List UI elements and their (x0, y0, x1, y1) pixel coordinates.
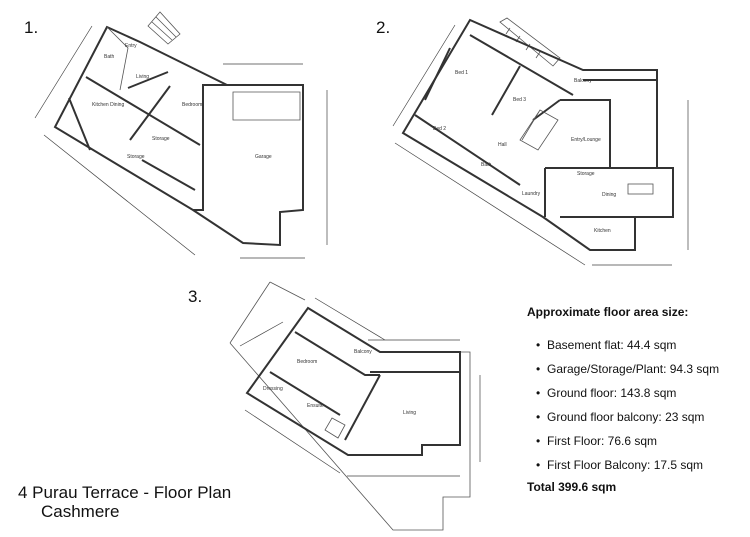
plan-2-ground-floor: Balcony Bed 1 Bed 3 Bed 2 Hall Bath Laun… (392, 17, 689, 266)
room-label: Bath (104, 54, 115, 60)
floor-plan-caption: 4 Purau Terrace - Floor Plan Cashmere (18, 483, 231, 521)
room-label: Bedroom (182, 102, 202, 108)
caption-subtitle: Cashmere (41, 502, 120, 521)
room-label: Bath (481, 162, 492, 168)
stairs-icon (147, 11, 181, 45)
plan-number-3: 3. (188, 287, 203, 306)
room-label: Bedroom (297, 359, 317, 365)
room-label: Dressing (263, 386, 283, 392)
room-label: Storage (577, 171, 595, 177)
room-label: Entry (125, 43, 137, 49)
area-item: First Floor: 76.6 sqm (527, 434, 747, 449)
areas-heading: Approximate floor area size: (527, 305, 689, 319)
caption-title: 4 Purau Terrace - Floor Plan (18, 483, 232, 502)
room-label: Hall (498, 142, 507, 148)
area-item: First Floor Balcony: 17.5 sqm (527, 458, 747, 473)
room-label: Storage (127, 154, 145, 160)
room-label: Balcony (354, 349, 372, 355)
area-item: Garage/Storage/Plant: 94.3 sqm (527, 362, 747, 377)
room-label: Kitchen (594, 228, 611, 234)
area-item: Basement flat: 44.4 sqm (527, 338, 747, 353)
room-label: Balcony (574, 78, 592, 84)
room-label: Laundry (522, 191, 541, 197)
room-label: Living (403, 410, 416, 416)
room-label: Ensuite (307, 403, 324, 409)
stairs-icon (499, 17, 561, 67)
plan-3-first-floor: Bedroom Dressing Ensuite Balcony Living (229, 281, 481, 531)
stairs-icon (519, 109, 559, 151)
room-label: Bed 2 (433, 126, 446, 132)
area-item: Ground floor: 143.8 sqm (527, 386, 747, 401)
room-label: Entry/Lounge (571, 137, 601, 143)
room-label: Storage (152, 136, 170, 142)
dining-table-icon (627, 183, 654, 195)
room-label: Kitchen Dining (92, 102, 124, 108)
floor-area-summary: Approximate floor area size: Basement fl… (527, 305, 747, 495)
room-label: Dining (602, 192, 616, 198)
stairs-icon (324, 417, 346, 439)
room-label: Bed 1 (455, 70, 468, 76)
plan-number-2: 2. (376, 18, 391, 37)
area-total: Total 399.6 sqm (527, 480, 617, 494)
room-label: Bed 3 (513, 97, 526, 103)
room-label: Living (136, 74, 149, 80)
plan-number-1: 1. (24, 18, 39, 37)
room-label: Garage (255, 154, 272, 160)
area-item: Ground floor balcony: 23 sqm (527, 410, 747, 425)
plan-1-basement: Entry Bath Living Kitchen Dining Bedroom… (34, 11, 328, 259)
